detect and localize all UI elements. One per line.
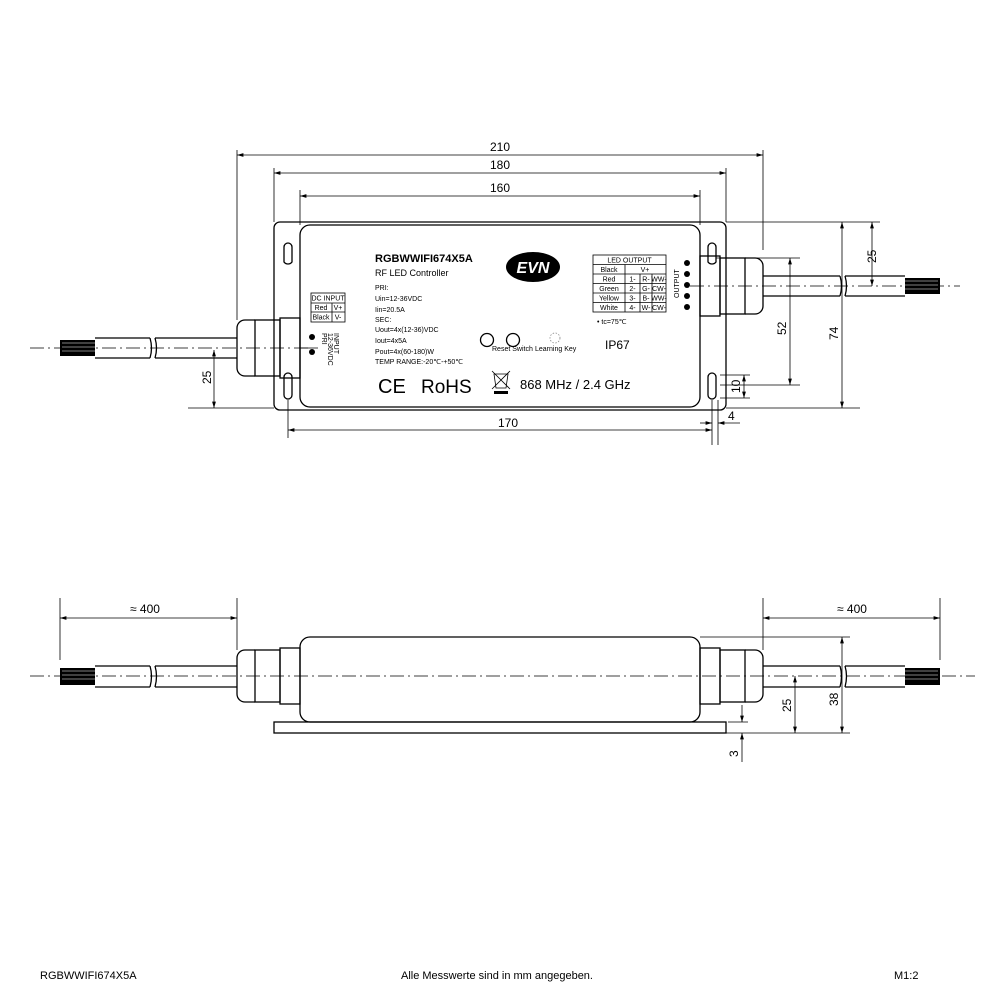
- output-side-label: OUTPUT: [674, 269, 681, 299]
- svg-text:V+: V+: [334, 305, 343, 312]
- svg-text:Black: Black: [600, 267, 618, 274]
- side-output-cable: [699, 647, 940, 705]
- top-view: 210 180 160: [30, 140, 960, 445]
- svg-text:EVN: EVN: [517, 260, 550, 277]
- dim-hole-vertical: 52: [775, 321, 789, 335]
- reset-button[interactable]: [479, 332, 495, 348]
- dc-input-table: DC INPUT Red V+ Black V-: [310, 292, 346, 323]
- learning-key-indicator[interactable]: [549, 332, 561, 344]
- slot-left: [283, 372, 293, 400]
- dim-height: 74: [827, 326, 841, 340]
- svg-text:Pout=4x(60-180)W: Pout=4x(60-180)W: [375, 349, 434, 356]
- tc-note: • tc=75℃: [597, 319, 627, 326]
- dim-input-height: 25: [200, 370, 214, 384]
- ip-rating: IP67: [605, 338, 630, 352]
- input-terminal-dot: [309, 349, 315, 355]
- svg-text:WW-: WW-: [651, 277, 667, 284]
- keyhole-left: [283, 242, 293, 265]
- input-side-label: INPUT 12-36VDC PRI: [320, 333, 339, 366]
- evn-logo: EVN: [506, 252, 560, 282]
- dim-cable-height: 25: [780, 698, 794, 712]
- weee-bin-icon: [491, 370, 511, 394]
- led-output-table: LED OUTPUT Black V+ Red 1- R- WW- Green …: [592, 254, 667, 313]
- svg-text:2-: 2-: [629, 286, 636, 293]
- ce-mark: CE: [378, 376, 406, 398]
- svg-text:SEC:: SEC:: [375, 317, 391, 324]
- dim-slot: 10: [729, 379, 743, 393]
- dim-cable-left: ≈ 400: [130, 602, 160, 616]
- slot-right: [707, 372, 717, 400]
- learning-key-label: Learning Key: [535, 346, 577, 353]
- svg-text:W-: W-: [642, 305, 651, 312]
- output-terminal-dots: [684, 260, 690, 310]
- product-subtitle: RF LED Controller: [375, 268, 449, 278]
- keyhole-right: [707, 242, 717, 265]
- dim-output-offset: 25: [865, 249, 879, 263]
- switch-button[interactable]: [505, 332, 521, 348]
- frequency-label: 868 MHz / 2.4 GHz: [520, 377, 631, 392]
- dim-label: 160: [490, 181, 510, 195]
- dim-cable-right: ≈ 400: [837, 602, 867, 616]
- svg-text:12-36VDC: 12-36VDC: [326, 333, 333, 366]
- spec-list: PRI: Uin=12-36VDC Iin=20.5A SEC: Uout=4x…: [375, 285, 463, 366]
- model-name: RGBWWIFI674X5A: [375, 253, 473, 265]
- dim-base: 3: [727, 750, 741, 757]
- rohs-mark: RoHS: [421, 377, 472, 398]
- svg-text:PRI:: PRI:: [375, 285, 389, 292]
- svg-text:Iin=20.5A: Iin=20.5A: [375, 307, 405, 314]
- footer-scale: M1:2: [894, 970, 918, 982]
- input-terminal-dot: [309, 334, 315, 340]
- dim-hole-spacing: 170: [498, 416, 518, 430]
- mounting-plate: [273, 221, 727, 411]
- svg-text:INPUT: INPUT: [332, 333, 339, 355]
- footer-model: RGBWWIFI674X5A: [40, 970, 137, 982]
- dim-overall: 210: [490, 140, 510, 154]
- svg-text:LED OUTPUT: LED OUTPUT: [607, 258, 652, 265]
- svg-text:4-: 4-: [629, 305, 636, 312]
- housing-label: [299, 224, 701, 408]
- dim-total-height: 38: [827, 692, 841, 706]
- svg-text:Uout=4x(12-36)VDC: Uout=4x(12-36)VDC: [375, 327, 439, 334]
- svg-text:G-: G-: [642, 286, 650, 293]
- output-cable: [690, 255, 960, 317]
- svg-text:B-: B-: [643, 296, 651, 303]
- svg-text:R-: R-: [642, 277, 650, 284]
- svg-text:Red: Red: [315, 305, 328, 312]
- housing-side: [299, 636, 701, 723]
- dim-plate: 180: [490, 158, 510, 172]
- svg-text:CW-: CW-: [652, 286, 667, 293]
- svg-text:Green: Green: [599, 286, 619, 293]
- svg-text:Red: Red: [603, 277, 616, 284]
- svg-text:DC INPUT: DC INPUT: [311, 296, 345, 303]
- svg-text:White: White: [600, 305, 618, 312]
- input-cable: [30, 317, 310, 379]
- svg-text:Iout=4x5A: Iout=4x5A: [375, 338, 407, 345]
- svg-text:1-: 1-: [629, 277, 636, 284]
- svg-text:Uin=12-36VDC: Uin=12-36VDC: [375, 296, 422, 303]
- base-plate: [273, 721, 727, 734]
- svg-text:TEMP RANGE:-20℃-+50℃: TEMP RANGE:-20℃-+50℃: [375, 359, 463, 366]
- dim-hole-width: 4: [728, 409, 735, 423]
- svg-text:V-: V-: [335, 315, 342, 322]
- reset-switch-label: Reset Switch: [492, 346, 533, 353]
- svg-text:Black: Black: [312, 315, 330, 322]
- svg-text:PRI: PRI: [320, 333, 327, 345]
- svg-text:V+: V+: [641, 267, 650, 274]
- svg-text:3-: 3-: [629, 296, 636, 303]
- svg-text:Yellow: Yellow: [599, 296, 620, 303]
- svg-text:WW-: WW-: [651, 296, 667, 303]
- footer-note: Alle Messwerte sind in mm angegeben.: [401, 970, 593, 982]
- side-view: ≈ 400 ≈ 400 3 25 38: [30, 598, 975, 762]
- svg-text:CW-: CW-: [652, 305, 667, 312]
